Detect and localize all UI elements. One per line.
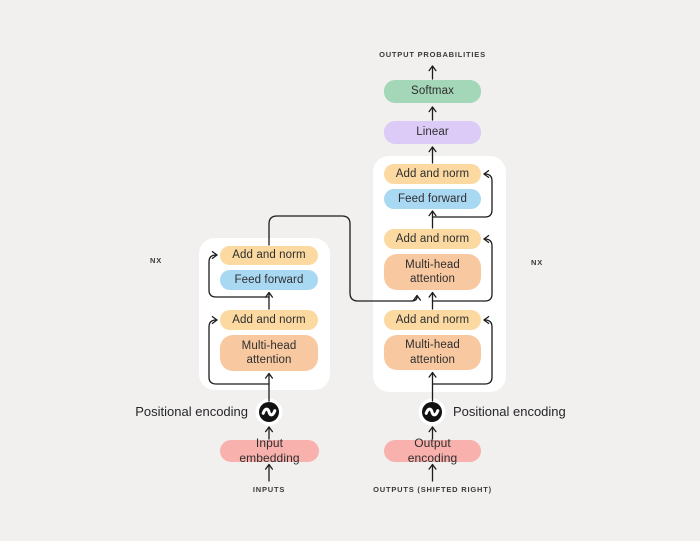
positional-encoding-label-right: Positional encoding xyxy=(453,404,566,419)
decoder-add-and-norm-1: Add and norm xyxy=(384,164,481,184)
linear-block: Linear xyxy=(384,121,481,144)
positional-encoding-icon xyxy=(255,398,283,426)
outputs-shifted-right-label: OUTPUTS (SHIFTED RIGHT) xyxy=(373,485,492,494)
decoder-multi-head-attention-2: Multi-head attention xyxy=(384,335,481,370)
input-embedding-block: Input embedding xyxy=(220,436,319,465)
inputs-label: INPUTS xyxy=(252,485,286,494)
decoder-multi-head-attention-1: Multi-head attention xyxy=(384,254,481,290)
output-probabilities-label: OUTPUT PROBABILITIES xyxy=(379,50,486,59)
decoder-feed-forward: Feed forward xyxy=(384,189,481,209)
nx-label-left: NX xyxy=(149,256,163,265)
decoder-add-and-norm-3: Add and norm xyxy=(384,310,481,330)
output-encoding-block: Output encoding xyxy=(384,436,481,465)
softmax-block: Softmax xyxy=(384,80,481,103)
encoder-add-and-norm-2: Add and norm xyxy=(220,310,318,330)
decoder-add-and-norm-2: Add and norm xyxy=(384,229,481,249)
encoder-feed-forward: Feed forward xyxy=(220,270,318,290)
encoder-add-and-norm-1: Add and norm xyxy=(220,246,318,265)
nx-label-right: NX xyxy=(530,258,544,267)
positional-encoding-label-left: Positional encoding xyxy=(135,404,248,419)
positional-encoding-icon xyxy=(418,398,446,426)
encoder-multi-head-attention: Multi-head attention xyxy=(220,335,318,371)
